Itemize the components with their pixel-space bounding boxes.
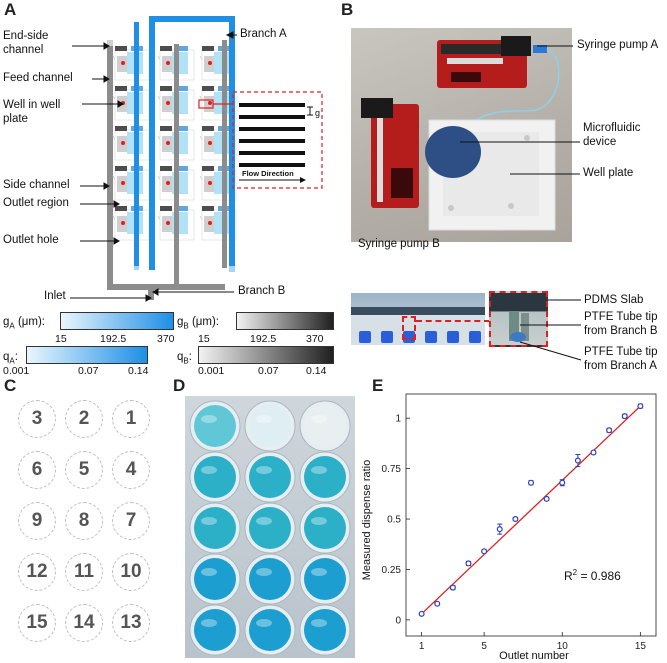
outlet-number-well: 9: [18, 502, 56, 540]
plate-well: [190, 605, 240, 655]
data-point: [622, 414, 627, 419]
label-tip-a-1: PTFE Tube tip: [584, 346, 658, 358]
plate-well: [245, 401, 295, 451]
plate-well: [245, 605, 295, 655]
x-tick-label: 10: [557, 641, 569, 652]
plate-well: [300, 554, 350, 604]
data-point: [575, 458, 580, 463]
outlet-number-well: 6: [18, 451, 56, 489]
data-point: [638, 404, 643, 409]
x-tick-label: 5: [481, 641, 487, 652]
chart-r2-annotation: R2 = 0.986: [564, 568, 621, 583]
x-tick-label: 1: [419, 641, 425, 652]
data-point: [513, 517, 518, 522]
label-microfluidic-1: Microfluidic: [583, 122, 641, 134]
photo-b-annotations: [0, 0, 667, 300]
y-tick-label: 0.5: [387, 515, 401, 526]
plate-well: [300, 401, 350, 451]
data-point: [560, 480, 565, 485]
plate-well: [300, 452, 350, 502]
plate-well: [245, 503, 295, 553]
outlet-number-well: 5: [65, 451, 103, 489]
data-point: [544, 496, 549, 501]
plate-well: [190, 554, 240, 604]
data-point: [466, 561, 471, 566]
plate-well: [300, 605, 350, 655]
outlet-number-well: 10: [112, 553, 150, 591]
data-point: [450, 585, 455, 590]
data-point: [591, 450, 596, 455]
label-microfluidic-2: device: [583, 136, 616, 148]
label-tip-b-2: from Branch B: [584, 325, 658, 337]
data-point: [497, 527, 502, 532]
data-point: [435, 601, 440, 606]
tube-annotations: [0, 280, 667, 380]
label-well-plate: Well plate: [583, 167, 633, 179]
data-point: [529, 480, 534, 485]
label-syringe-pump-b: Syringe pump B: [358, 238, 440, 250]
plate-well: [190, 503, 240, 553]
plate-well: [190, 401, 240, 451]
data-point: [482, 549, 487, 554]
well-plate-photo: [185, 396, 355, 658]
plate-well: [245, 452, 295, 502]
label-tip-a-2: from Branch A: [584, 360, 657, 372]
chart-frame: [406, 394, 656, 636]
y-tick-label: 1: [395, 414, 401, 425]
outlet-number-well: 1: [112, 400, 150, 438]
data-point: [607, 428, 612, 433]
label-tip-b-1: PTFE Tube tip: [584, 311, 658, 323]
plate-well: [190, 452, 240, 502]
outlet-number-well: 3: [18, 400, 56, 438]
label-syringe-pump-a: Syringe pump A: [577, 39, 658, 51]
outlet-number-well: 2: [65, 400, 103, 438]
chart-y-label: Measured dispense ratio: [361, 460, 373, 580]
outlet-number-well: 8: [65, 502, 103, 540]
dispense-ratio-chart: Measured dispense ratio Outlet number R2…: [358, 380, 664, 662]
outlet-number-well: 12: [18, 553, 56, 591]
outlet-number-well: 14: [65, 604, 103, 642]
outlet-number-well: 15: [18, 604, 56, 642]
plate-well: [300, 503, 350, 553]
y-tick-label: 0.75: [382, 464, 402, 475]
y-tick-label: 0.25: [382, 565, 402, 576]
well-plate-wells: [185, 396, 355, 658]
outlet-number-well: 13: [112, 604, 150, 642]
outlet-number-well: 11: [65, 553, 103, 591]
data-point: [419, 611, 424, 616]
y-tick-label: 0: [395, 615, 401, 626]
label-pdms-slab: PDMS Slab: [584, 294, 643, 306]
x-tick-label: 15: [635, 641, 647, 652]
outlet-number-well: 4: [112, 451, 150, 489]
plate-well: [245, 554, 295, 604]
outlet-number-well: 7: [112, 502, 150, 540]
